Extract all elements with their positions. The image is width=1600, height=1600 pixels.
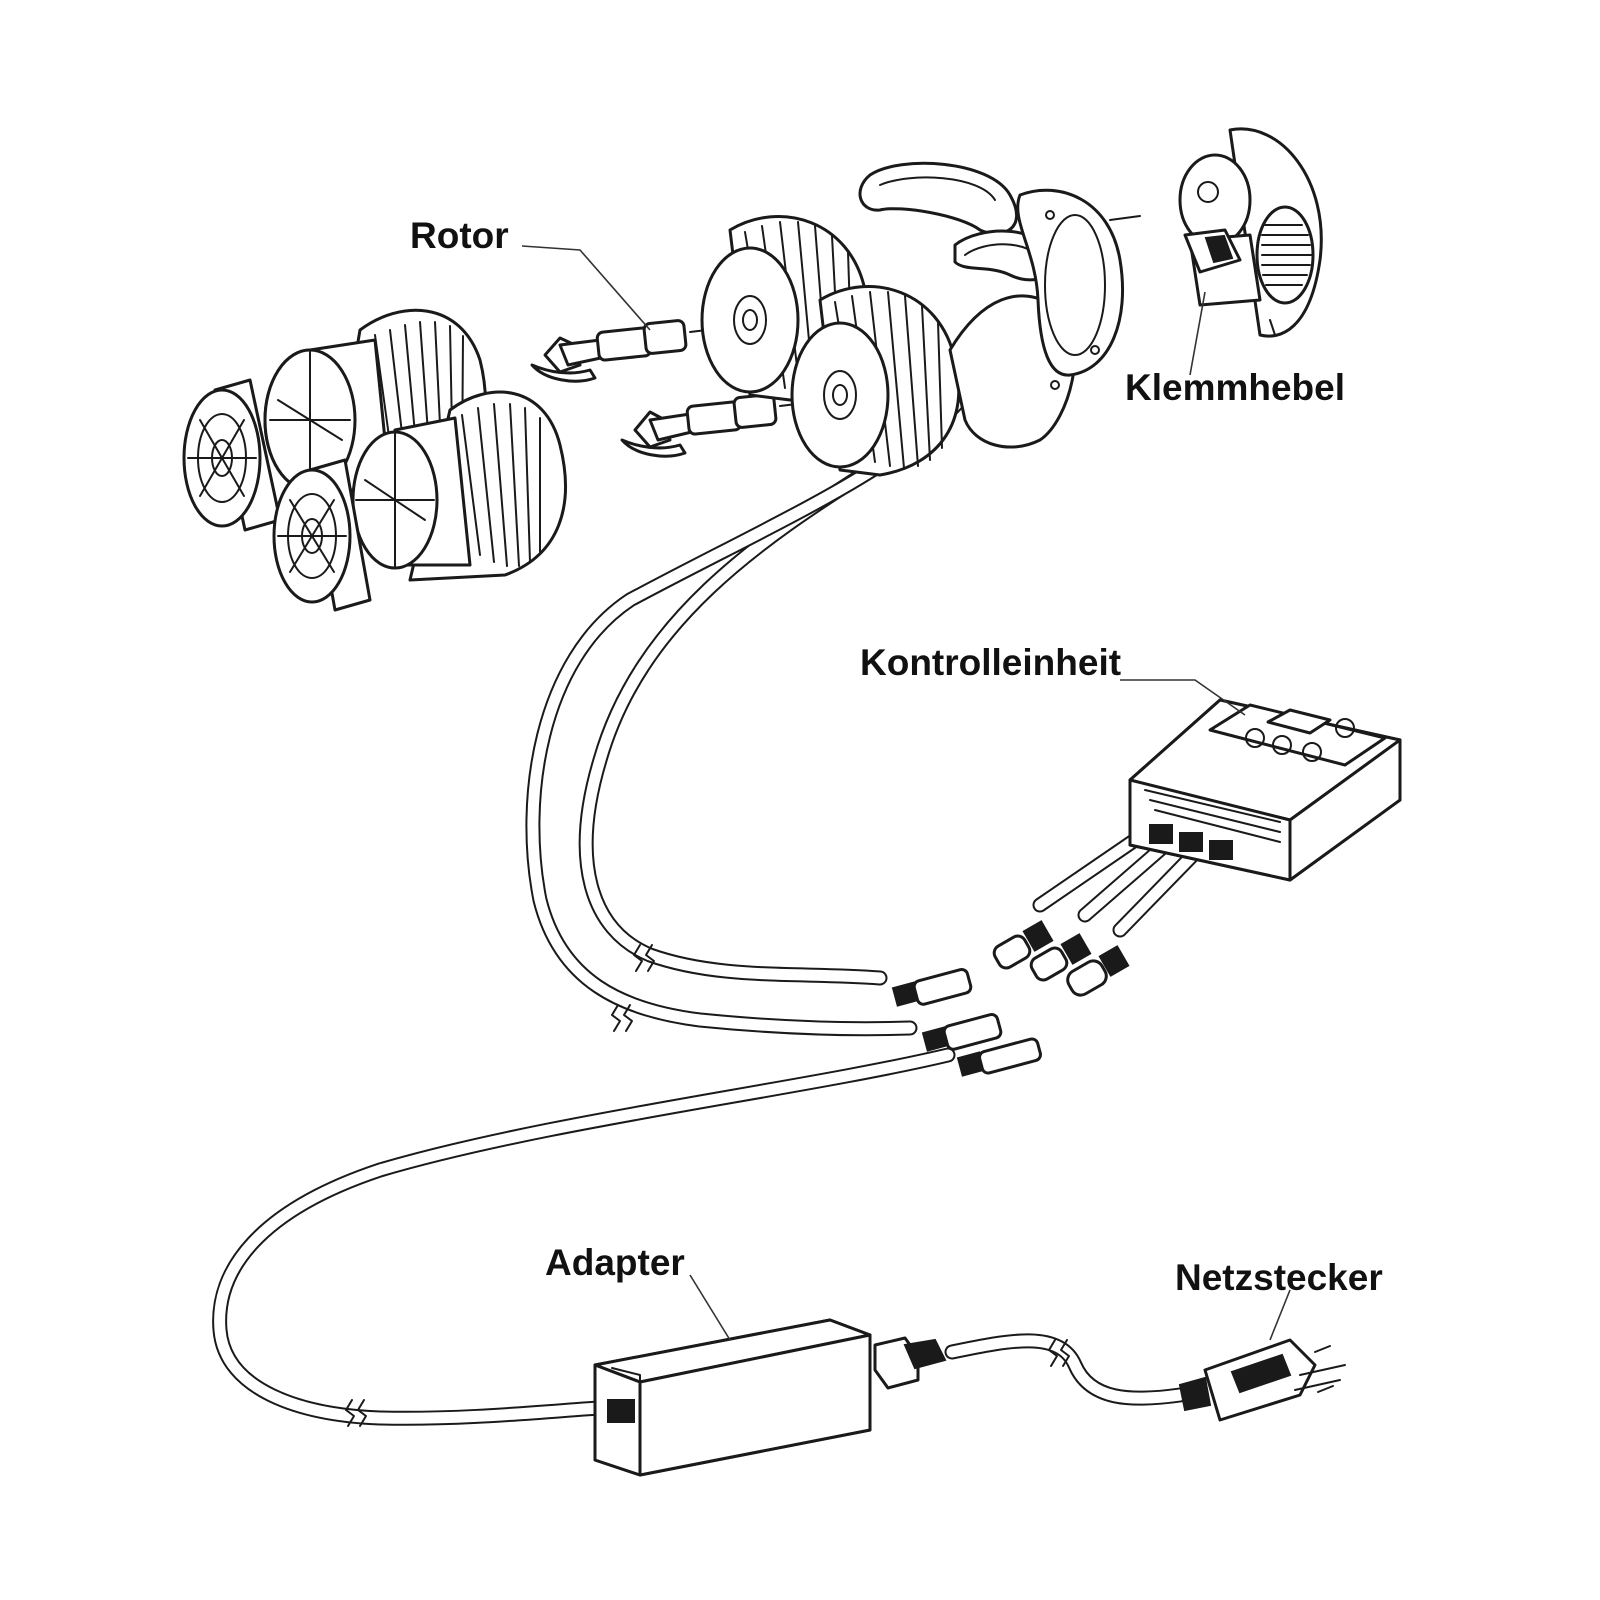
pump-mount-bracket (858, 161, 1141, 449)
spare-strainer-front (272, 458, 372, 612)
netzstecker-leader (1269, 1289, 1291, 1341)
label-rotor: Rotor (410, 215, 509, 256)
spare-pump-head-front (351, 390, 567, 582)
cable-plugs (891, 968, 1042, 1077)
kontrolleinheit-leader (1120, 679, 1246, 716)
adapter-leader (689, 1274, 731, 1341)
cable-break-marks (345, 944, 1070, 1427)
controller-unit (1128, 698, 1402, 882)
rotor-upper (530, 319, 741, 383)
label-klemmhebel: Klemmhebel (1125, 367, 1345, 408)
pump-cable-1 (578, 462, 888, 986)
mains-cable (944, 1333, 1188, 1406)
label-adapter: Adapter (545, 1242, 685, 1283)
pump-head-lower (790, 285, 961, 477)
label-netzstecker: Netzstecker (1175, 1257, 1383, 1298)
label-kontrolleinheit: Kontrolleinheit (860, 642, 1121, 683)
pump-cable-2 (525, 392, 968, 1037)
controller-cables (1032, 832, 1200, 938)
klemmhebel-leader (1189, 291, 1206, 376)
mains-plug (1178, 1338, 1346, 1422)
power-adapter (593, 1318, 947, 1477)
leader-lines (521, 245, 1291, 1341)
controller-plugs (992, 920, 1130, 997)
outer-magnet-mount (1178, 127, 1323, 338)
adapter-dc-cable (212, 1047, 956, 1426)
rotor-leader (521, 245, 651, 331)
